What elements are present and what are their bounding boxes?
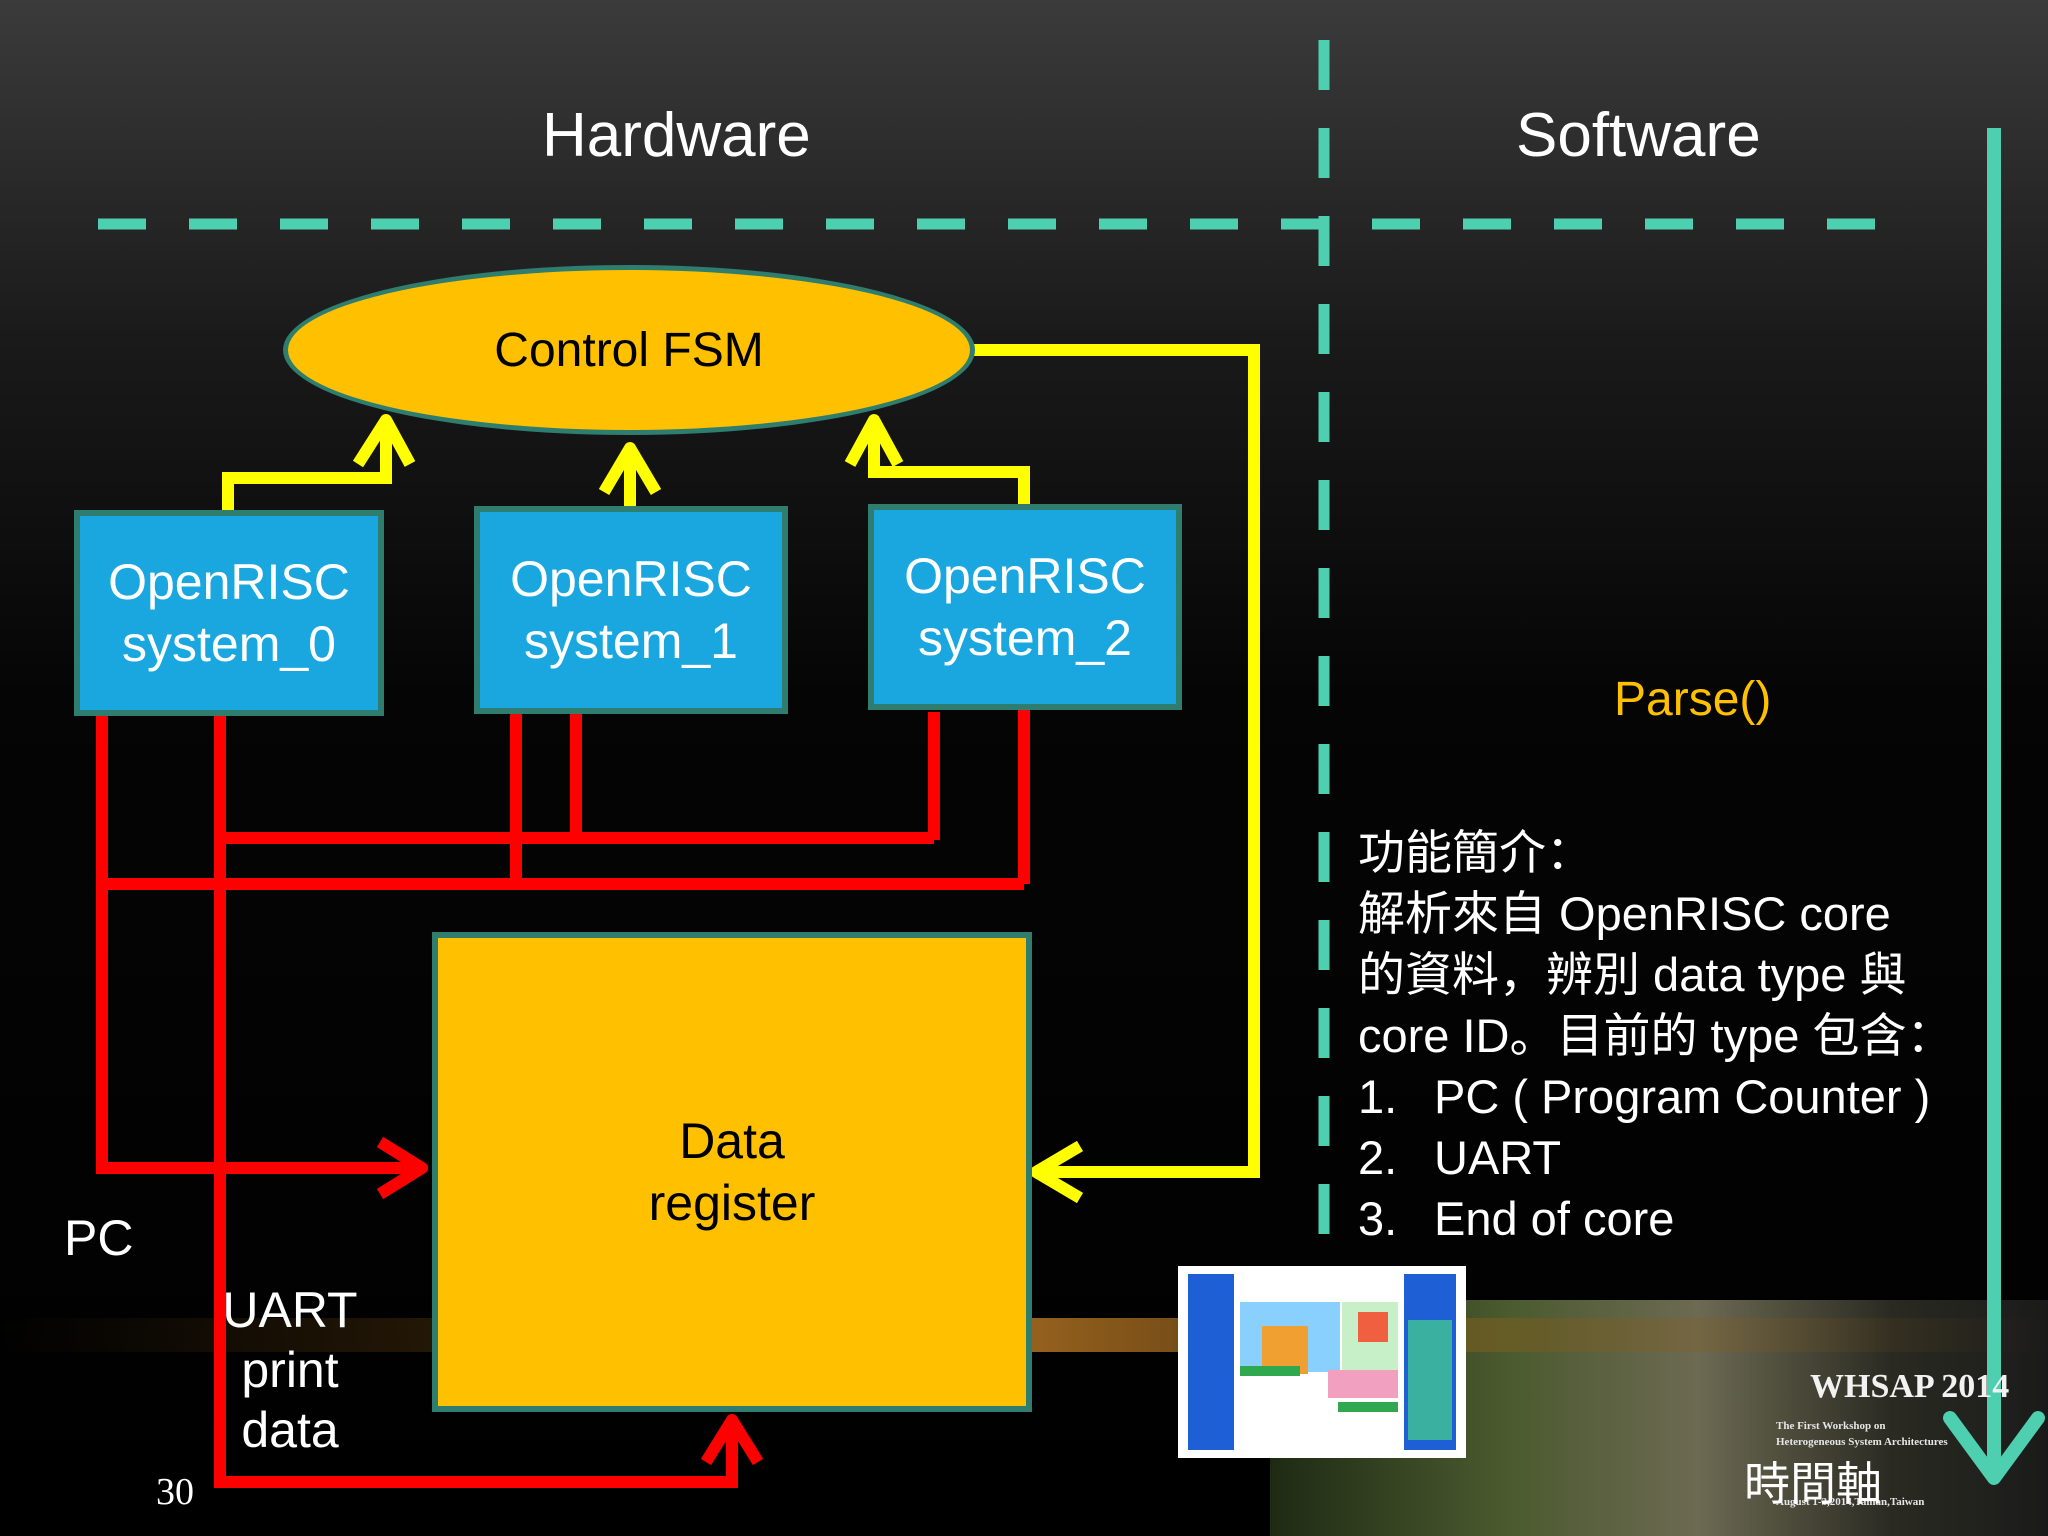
system-2-line1: OpenRISC — [904, 547, 1146, 604]
data-register-line1: Data — [679, 1112, 785, 1169]
type-list-item: 1. PC ( Program Counter ) — [1358, 1066, 2018, 1127]
uart-bus — [214, 712, 940, 1488]
time-axis-label: 時間軸 — [1744, 1458, 1882, 1510]
wire-system2-to-fsm — [868, 420, 1030, 512]
type-number: 1. — [1358, 1070, 1398, 1123]
type-number: 2. — [1358, 1131, 1398, 1184]
whsap-logo-subtitle: Heterogeneous System Architectures — [1776, 1436, 1948, 1448]
thumbnail-graphic — [1188, 1274, 1456, 1450]
arrowhead-pc-to-register — [376, 1136, 428, 1200]
arrowhead-uart-to-register — [700, 1414, 764, 1466]
whsap-logo-title: WHSAP 2014 — [1810, 1368, 2010, 1405]
openrisc-system-0: OpenRISC system_0 — [74, 510, 384, 716]
system-2-line2: system_2 — [918, 610, 1132, 666]
type-list-item: 2. UART — [1358, 1127, 2018, 1188]
type-text: UART — [1434, 1131, 1562, 1184]
software-heading: Software — [1516, 101, 1761, 170]
description-line: 功能簡介： — [1358, 826, 1593, 879]
description-line: core ID。目前的 type 包含： — [1358, 1009, 1954, 1062]
system-1-line1: OpenRISC — [510, 550, 752, 607]
time-axis-arrowhead — [1943, 1411, 2045, 1485]
description-line: 解析來自 OpenRISC core — [1358, 887, 1891, 940]
description-line: 的資料，辨別 data type 與 — [1358, 948, 1907, 1001]
type-number: 3. — [1358, 1192, 1398, 1245]
arrowhead-system1 — [598, 442, 662, 496]
arrowhead-register-right — [1030, 1140, 1084, 1204]
pc-bus — [96, 706, 1030, 1174]
type-text: End of core — [1434, 1192, 1675, 1245]
wire-fsm-to-register — [970, 344, 1260, 1178]
parse-description: 功能簡介： 解析來自 OpenRISC core 的資料，辨別 data typ… — [1358, 822, 2018, 1249]
type-text: PC ( Program Counter ) — [1434, 1070, 1931, 1123]
type-list: 1. PC ( Program Counter ) 2. UART 3. End of… — [1358, 1066, 2018, 1249]
pc-label: PC — [64, 1210, 134, 1266]
parse-function-label: Parse() — [1614, 673, 1772, 726]
uart-print-data-label: UART print data — [220, 1280, 360, 1460]
arrowhead-system0 — [352, 414, 416, 468]
arrowhead-system2 — [844, 414, 904, 467]
openrisc-system-2: OpenRISC system_2 — [868, 504, 1182, 710]
system-1-line2: system_1 — [524, 613, 738, 669]
uart-label-line1: UART — [222, 1282, 358, 1338]
wire-system0-to-fsm — [222, 420, 392, 515]
whsap-logo-subtitle: The First Workshop on — [1776, 1420, 1886, 1432]
system-thumbnail-image — [1178, 1266, 1466, 1458]
type-list-item: 3. End of core — [1358, 1188, 2018, 1249]
uart-label-line3: data — [241, 1402, 339, 1458]
openrisc-system-1: OpenRISC system_1 — [474, 506, 788, 714]
control-fsm: Control FSM — [283, 265, 975, 435]
system-0-line1: OpenRISC — [108, 553, 350, 610]
hardware-heading: Hardware — [542, 101, 811, 170]
uart-label-line2: print — [241, 1342, 339, 1398]
data-register-line2: register — [648, 1175, 816, 1231]
page-number: 30 — [156, 1471, 194, 1513]
system-0-line2: system_0 — [122, 616, 336, 672]
whsap-logo-date: August 1-3,2014,Tainan,Taiwan — [1776, 1496, 1925, 1508]
data-register: Data register — [432, 932, 1032, 1412]
